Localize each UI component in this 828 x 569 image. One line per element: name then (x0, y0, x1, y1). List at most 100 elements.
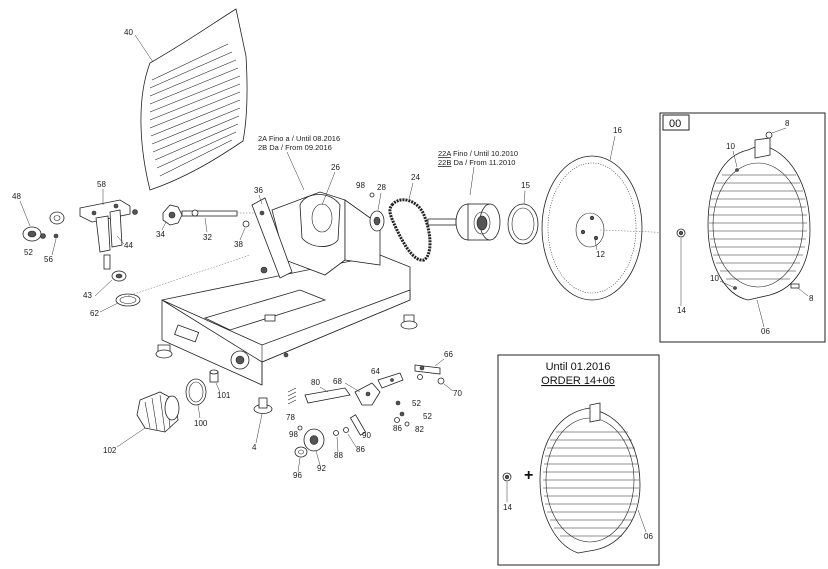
blade-16 (541, 155, 643, 301)
arm-64 (377, 372, 404, 389)
bracket-58 (79, 199, 138, 270)
screw-10-bottom (733, 286, 737, 290)
screw-70 (437, 377, 445, 385)
label-26: 26 (331, 163, 340, 172)
ring-56 (49, 211, 65, 225)
screw-10-top (735, 168, 739, 172)
label-34: 34 (156, 230, 165, 239)
label-102: 102 (103, 446, 117, 455)
label-98-top: 98 (356, 181, 365, 190)
label-80: 80 (311, 378, 320, 387)
label-88: 88 (334, 451, 343, 460)
gear-62 (115, 293, 141, 307)
cam-92 (303, 428, 325, 452)
pin-101 (209, 369, 219, 383)
label-62: 62 (90, 309, 99, 318)
note-2b: 2B Da / From 09.2016 (258, 143, 332, 152)
knob-102 (136, 391, 180, 433)
foot-4 (253, 397, 273, 414)
nut-88 (333, 430, 339, 436)
label-66: 66 (444, 350, 453, 359)
bracket-66 (414, 364, 441, 380)
nut-14-box2 (502, 472, 512, 482)
shaft-32 (181, 209, 262, 217)
box-until-line1: Until 01.2016 (546, 361, 611, 373)
hub-22 (427, 203, 501, 241)
ring-15 (507, 203, 539, 245)
screw-52 (40, 233, 46, 239)
label-64: 64 (371, 367, 380, 376)
screw-8-bottom (790, 283, 800, 289)
label-14-box00: 14 (677, 306, 686, 315)
blade-guard-06-box00 (707, 137, 811, 301)
screw-82 (404, 421, 410, 427)
label-68: 68 (333, 377, 342, 386)
note-22a: 22A Fino / Until 10.2010 (438, 149, 518, 158)
oring-100 (185, 378, 207, 406)
pin-38 (242, 220, 250, 228)
washer-96 (294, 446, 308, 458)
washer-56 (53, 233, 59, 239)
handle-80 (304, 387, 351, 404)
label-86-a: 86 (393, 424, 402, 433)
slicer-base-body (155, 254, 418, 386)
box-until-line2: ORDER 14+06 (541, 375, 615, 387)
label-06-box00: 06 (761, 327, 770, 336)
screw-52-b (399, 411, 405, 417)
label-28: 28 (377, 183, 386, 192)
box-00-tag-text: 00 (669, 118, 681, 130)
label-78: 78 (286, 413, 295, 422)
belt-24 (388, 198, 432, 262)
label-8-top: 8 (785, 119, 790, 128)
label-10-bottom: 10 (710, 274, 719, 283)
box-00-tag (662, 114, 690, 131)
screw-98-bottom (297, 425, 303, 431)
label-24: 24 (411, 173, 420, 182)
blade-guard-06-box2 (539, 402, 641, 554)
screw-98-top (369, 192, 375, 198)
label-38: 38 (234, 240, 243, 249)
screw-8-top (765, 131, 773, 139)
label-36: 36 (254, 186, 263, 195)
note-22b: 22B Da / From 11.2010 (438, 158, 515, 167)
rod-90 (349, 414, 367, 436)
nut-14-box00 (676, 228, 686, 238)
screw-52-a (395, 400, 401, 406)
label-90: 90 (362, 431, 371, 440)
label-86-b: 86 (356, 445, 365, 454)
knob-48 (22, 226, 42, 242)
label-92: 92 (317, 464, 326, 473)
label-14-box2: 14 (503, 503, 512, 512)
label-43: 43 (83, 291, 92, 300)
lever-68 (354, 382, 381, 406)
label-52-left: 52 (24, 248, 33, 257)
note-2a: 2A Fino a / Until 08.2016 (258, 134, 340, 143)
label-98-bottom: 98 (289, 430, 298, 439)
pulley-28 (369, 210, 385, 232)
label-96: 96 (293, 471, 302, 480)
bushing-43 (111, 270, 127, 282)
label-101: 101 (217, 391, 231, 400)
label-52-b: 52 (423, 412, 432, 421)
knob-34 (162, 204, 183, 226)
label-10-top: 10 (726, 142, 735, 151)
nut-86-a (394, 417, 400, 423)
plus-sign: + (524, 467, 533, 484)
upper-housing-26 (271, 191, 381, 276)
label-8-bottom: 8 (809, 294, 814, 303)
label-06-box2: 06 (644, 532, 653, 541)
label-58: 58 (97, 180, 106, 189)
label-44: 44 (124, 241, 133, 250)
label-32: 32 (203, 233, 212, 242)
label-70: 70 (453, 389, 462, 398)
label-15: 15 (521, 181, 530, 190)
label-82: 82 (415, 425, 424, 434)
blade-cover-40 (140, 8, 248, 191)
label-40: 40 (124, 28, 133, 37)
label-56: 56 (44, 255, 53, 264)
label-16: 16 (613, 126, 622, 135)
label-48: 48 (12, 192, 21, 201)
label-4: 4 (252, 443, 257, 452)
label-12: 12 (596, 250, 605, 259)
